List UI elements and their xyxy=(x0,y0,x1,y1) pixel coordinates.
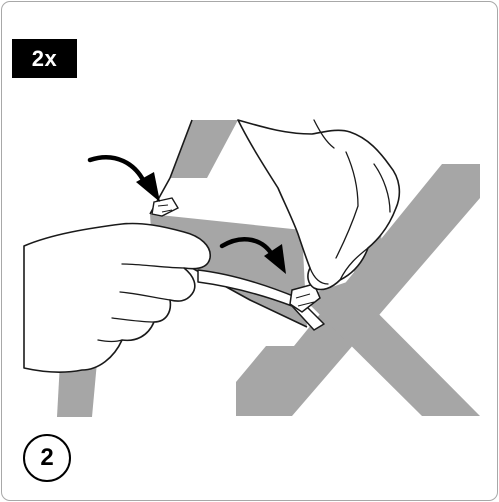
step-number-badge: 2 xyxy=(23,434,71,482)
clip-upper xyxy=(152,198,178,216)
curved-arrow-icon xyxy=(90,157,160,202)
left-hand xyxy=(24,223,210,372)
quantity-badge: 2x xyxy=(12,39,77,78)
